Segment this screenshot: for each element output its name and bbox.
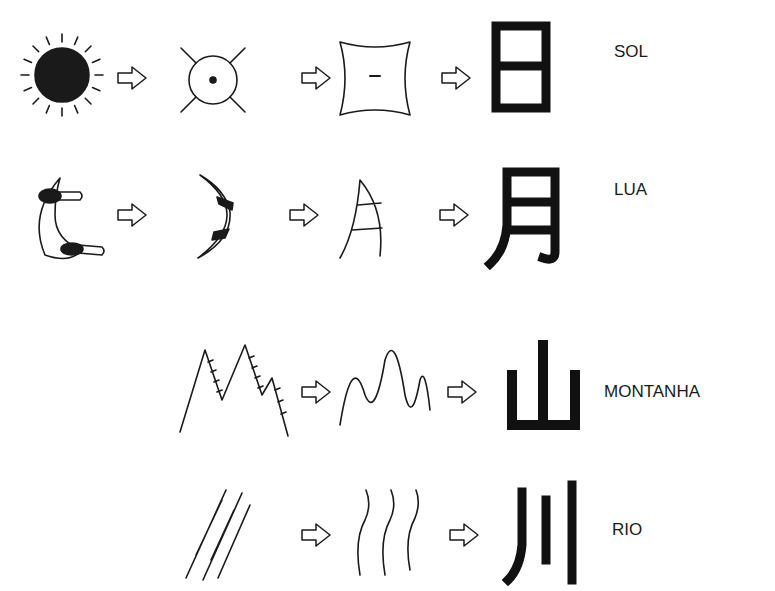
hollow-arrow <box>118 204 146 226</box>
glyph-mountain <box>512 345 575 425</box>
river-drawing <box>186 490 250 580</box>
caption-word: LUA <box>614 180 647 200</box>
moon-cloud-tail <box>78 245 104 255</box>
caption-word: RIO <box>612 520 642 540</box>
hollow-arrow <box>302 524 330 546</box>
sun-drawing <box>35 48 89 102</box>
hollow-arrow <box>118 67 146 89</box>
sun-spokes <box>181 48 245 112</box>
hollow-arrow <box>450 524 478 546</box>
hollow-arrow <box>440 204 468 226</box>
moon-sketch <box>340 180 382 258</box>
hollow-arrows <box>118 67 478 546</box>
mountain-hatching <box>208 356 286 414</box>
hollow-arrow <box>302 67 330 89</box>
sun-rays <box>21 34 103 116</box>
character-glyphs <box>490 26 575 580</box>
moon-stripes <box>212 197 233 240</box>
hollow-arrow <box>448 381 476 403</box>
mountain-drawing <box>180 345 288 436</box>
hollow-arrow <box>290 204 318 226</box>
hollow-arrow <box>442 67 470 89</box>
glyph-sun <box>496 26 546 108</box>
river-sketch <box>358 490 418 575</box>
glyph-sun <box>498 62 544 71</box>
glyph-river <box>508 485 572 580</box>
moon-crescent <box>39 178 82 259</box>
sun-dash <box>370 75 380 77</box>
glyph-moon <box>490 172 555 264</box>
sun-dot <box>210 77 216 83</box>
mountain-sketch <box>340 351 430 425</box>
sun-square <box>340 42 410 115</box>
hollow-arrow <box>302 381 330 403</box>
moon-cloud <box>39 189 61 203</box>
moon-cloud-tail <box>56 192 82 200</box>
sketches <box>21 34 430 580</box>
moon-crescent <box>198 175 230 258</box>
caption-word: SOL <box>614 42 648 62</box>
caption-word: MONTANHA <box>604 382 700 402</box>
